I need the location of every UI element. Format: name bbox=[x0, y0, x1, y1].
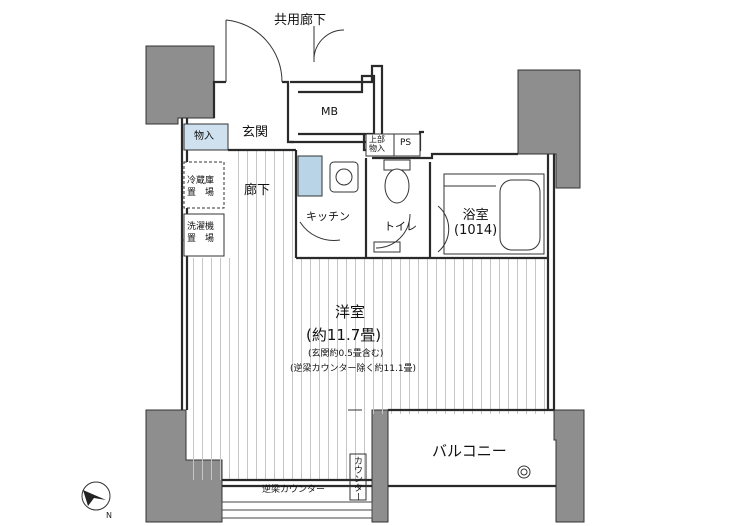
toilet-fixture bbox=[373, 159, 411, 253]
kitchen-fixtures bbox=[297, 155, 359, 241]
entrance-door bbox=[225, 19, 345, 83]
label-western-room: 洋室 bbox=[335, 303, 366, 321]
label-mb: MB bbox=[321, 105, 339, 118]
label-counter: カウンター bbox=[352, 456, 362, 501]
label-washer-space: 洗濯機 置 場 bbox=[187, 222, 215, 244]
structural-columns bbox=[145, 45, 585, 523]
label-fridge-space: 冷蔵庫 置 場 bbox=[187, 176, 215, 198]
floor-finish bbox=[188, 150, 548, 480]
label-kitchen: キッチン bbox=[306, 210, 350, 223]
label-bath: 浴室 (1014) bbox=[454, 208, 498, 238]
north-arrow-icon: N bbox=[81, 481, 112, 520]
label-room-size: (約11.7畳) bbox=[306, 326, 382, 344]
label-ps: PS bbox=[400, 138, 412, 148]
label-hallway: 廊下 bbox=[244, 183, 271, 198]
label-entrance: 玄関 bbox=[242, 125, 269, 140]
label-toilet: トイレ bbox=[384, 220, 417, 233]
label-note-2: (逆梁カウンター除く約11.1畳) bbox=[290, 364, 417, 374]
bath-fixture bbox=[437, 173, 545, 255]
label-common-corridor: 共用廊下 bbox=[274, 13, 327, 28]
storage-boxes bbox=[183, 123, 421, 257]
label-balcony: バルコニー bbox=[432, 442, 507, 460]
label-note-1: (玄関約0.5畳含む) bbox=[308, 349, 384, 359]
label-upper-storage: 上部 物入 bbox=[369, 135, 385, 153]
label-beam-counter: 逆梁カウンター bbox=[262, 485, 326, 495]
svg-text:N: N bbox=[106, 511, 112, 520]
balcony-outline bbox=[348, 409, 531, 501]
label-storage: 物入 bbox=[194, 131, 214, 142]
